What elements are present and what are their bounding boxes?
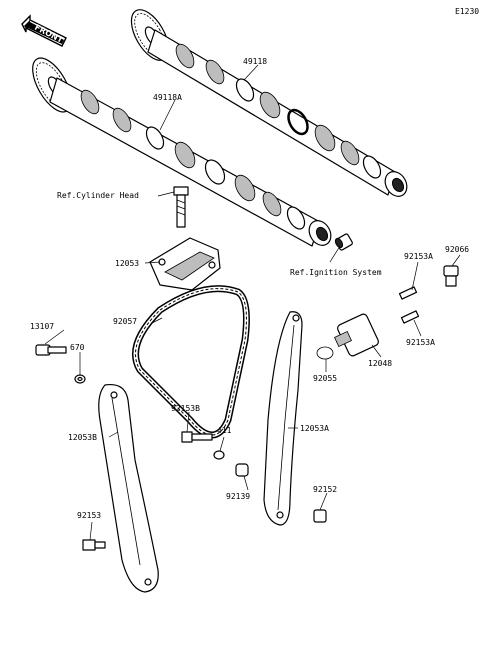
leader-lines (44, 64, 461, 541)
callout-92153A-top: 92153A (404, 252, 433, 261)
chain-tensioner-12048 (334, 313, 379, 357)
callout-92153B: 92153B (171, 404, 200, 413)
callout-92066: 92066 (445, 245, 469, 254)
callout-12053A: 12053A (300, 424, 329, 433)
bolt-92153A-bottom (400, 310, 420, 324)
camshaft-exhaust (130, 9, 408, 197)
diagram-code: E1230 (455, 7, 479, 16)
callout-92152: 92152 (313, 485, 337, 494)
callout-12053: 12053 (115, 259, 139, 268)
collar-92152 (313, 509, 327, 523)
pivot-bolt-13107 (35, 344, 67, 356)
callout-12053B: 12053B (68, 433, 97, 442)
timing-chain (132, 285, 250, 439)
callout-49118: 49118 (243, 57, 267, 66)
callout-670: 670 (70, 343, 85, 352)
cap-bolt-92066 (443, 265, 459, 287)
callout-13107: 13107 (30, 322, 54, 331)
bolt-92153A-top (398, 286, 418, 300)
callout-92153A-bottom: 92153A (406, 338, 435, 347)
callout-12048: 12048 (368, 359, 392, 368)
callout-411: 411 (217, 426, 232, 435)
oring-92055 (316, 346, 334, 360)
washer-411 (213, 450, 225, 460)
callout-92139: 92139 (226, 492, 250, 501)
callout-92057: 92057 (113, 317, 137, 326)
camshaft-intake (32, 57, 332, 247)
bolt-92153 (82, 539, 106, 551)
callout-92055: 92055 (313, 374, 337, 383)
ignition-rotor-pin (334, 233, 353, 251)
ref-ignition-system: Ref.Ignition System (290, 268, 382, 277)
chain-guide-upper (149, 237, 221, 291)
washer-670 (74, 374, 86, 384)
collar-92139 (235, 463, 249, 477)
chain-guide-tensioner (263, 311, 303, 526)
callout-92153: 92153 (77, 511, 101, 520)
callout-49118A: 49118A (153, 93, 182, 102)
bolt-92153B (181, 431, 213, 443)
chain-guide-rear (98, 383, 159, 593)
front-arrow-icon (21, 14, 67, 47)
ref-cylinder-head: Ref.Cylinder Head (57, 191, 139, 200)
cylinder-head-bolt (173, 186, 189, 228)
